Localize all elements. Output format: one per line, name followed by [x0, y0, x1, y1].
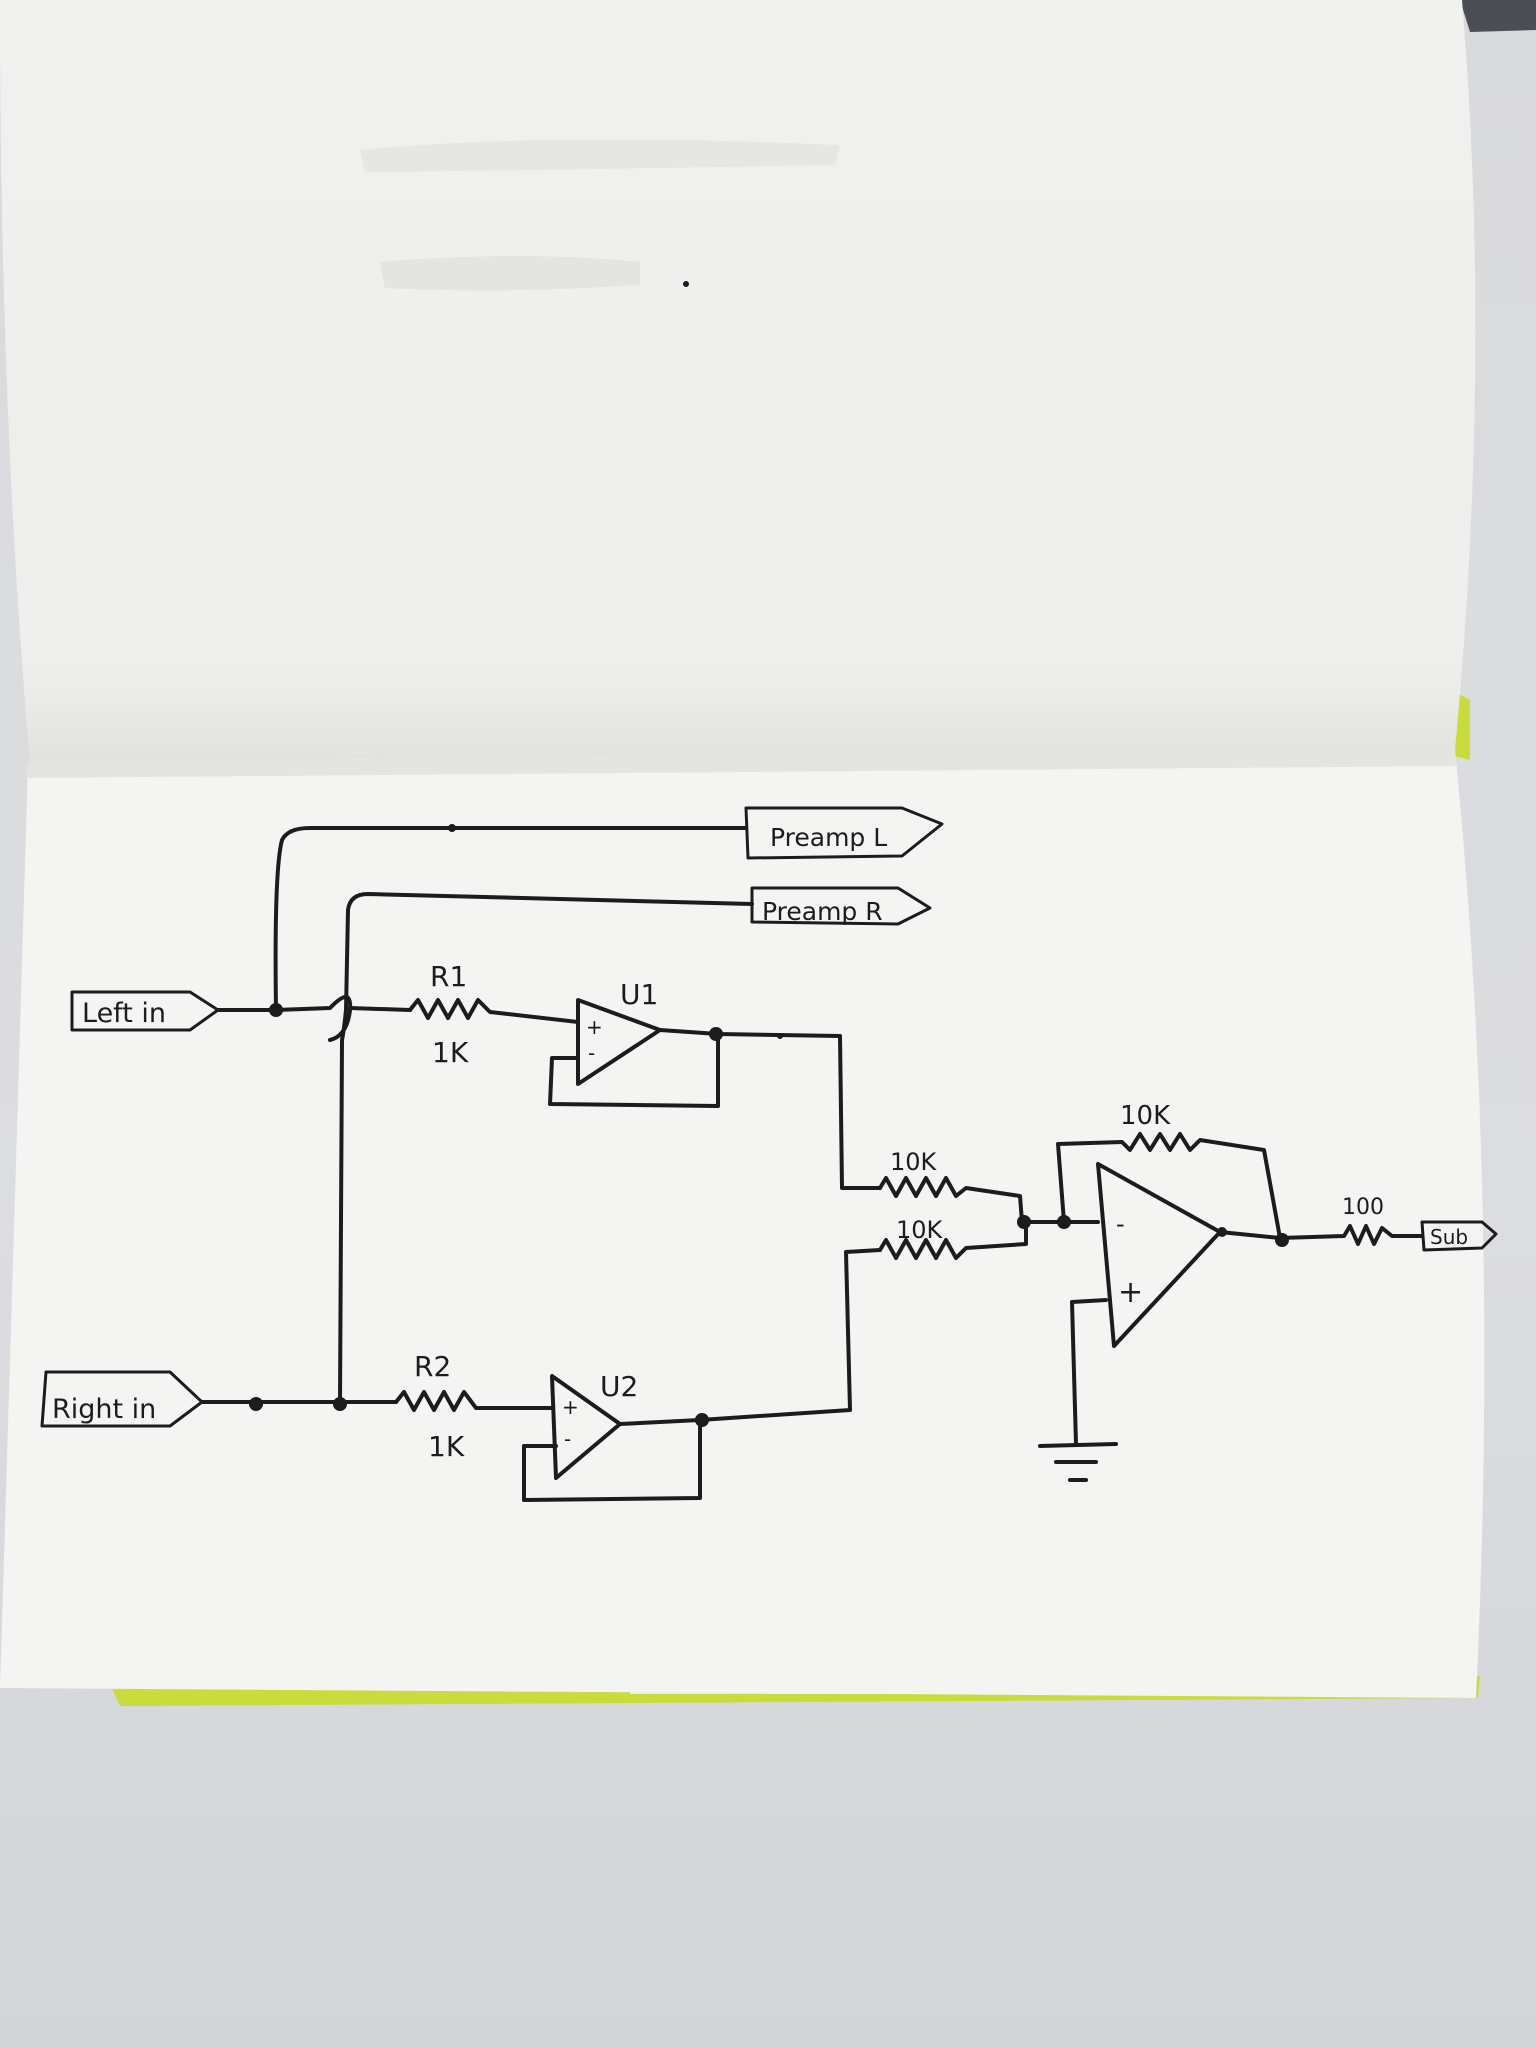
junction-preamp-l [448, 824, 456, 832]
left-in-port: Left in [70, 990, 220, 1032]
junction-right-branch [333, 1397, 347, 1411]
fabric-corner [1460, 0, 1536, 32]
u2-output-junction [695, 1413, 709, 1427]
opamp-u3: - + [1096, 1162, 1222, 1348]
resistor-mix-bottom [878, 1220, 1028, 1260]
bottom-page [0, 750, 1485, 1698]
u2-label: U2 [600, 1370, 638, 1403]
feedback-value: 10K [1120, 1101, 1171, 1131]
resistor-r2 [394, 1390, 554, 1412]
wire-to-ground [1070, 1298, 1108, 1446]
u3-output [1217, 1227, 1227, 1237]
u1-output-dot [777, 1033, 783, 1039]
u1-plus: + [586, 1015, 603, 1039]
u1-label: U1 [620, 978, 658, 1011]
resistor-feedback [1056, 1132, 1282, 1240]
preamp-r-port: Preamp R [750, 886, 932, 926]
erased-mark [380, 256, 640, 291]
right-in-label: Right in [52, 1394, 156, 1425]
u3-plus: + [1118, 1275, 1143, 1310]
right-in-port: Right in [40, 1370, 204, 1428]
opamp-u1: + - U1 [548, 978, 882, 1190]
r2-value: 1K [428, 1430, 465, 1463]
u3-minus: - [1116, 1210, 1125, 1238]
resistor-output [1218, 1224, 1424, 1246]
preamp-l-port: Preamp L [744, 806, 944, 860]
u2-minus: - [564, 1427, 571, 1451]
r1-value: 1K [432, 1036, 469, 1069]
summing-junction [1017, 1215, 1031, 1229]
wire-to-preamp-r [338, 892, 754, 1404]
ground-icon [1038, 1442, 1118, 1482]
schematic: Left in Right in Preamp L Preamp R Sub [40, 806, 1498, 1502]
output-resistor-value: 100 [1342, 1195, 1384, 1220]
r1-label: R1 [430, 960, 467, 993]
junction-right [249, 1397, 263, 1411]
u2-plus: + [562, 1395, 579, 1419]
r2-label: R2 [414, 1350, 451, 1383]
mix-top-value: 10K [890, 1148, 938, 1176]
resistor-r1 [408, 998, 580, 1024]
page-binding-shadow [28, 750, 1456, 778]
preamp-l-label: Preamp L [770, 823, 887, 852]
mix-bottom-value: 10K [896, 1216, 944, 1244]
sub-label: Sub [1430, 1225, 1468, 1249]
wire-to-r1 [348, 1006, 412, 1012]
opamp-u2: + - U2 [522, 1248, 882, 1502]
u1-minus: - [588, 1041, 595, 1065]
sub-port: Sub [1420, 1220, 1498, 1252]
u1-output-junction [709, 1027, 723, 1041]
resistor-mix-top [878, 1176, 1024, 1224]
ink-speck [683, 281, 689, 287]
preamp-r-label: Preamp R [762, 897, 883, 926]
wire-to-preamp-l [273, 826, 748, 1012]
output-junction [1275, 1233, 1289, 1247]
left-in-label: Left in [82, 998, 166, 1029]
top-page-shading [0, 0, 1476, 762]
erased-mark [360, 139, 840, 172]
